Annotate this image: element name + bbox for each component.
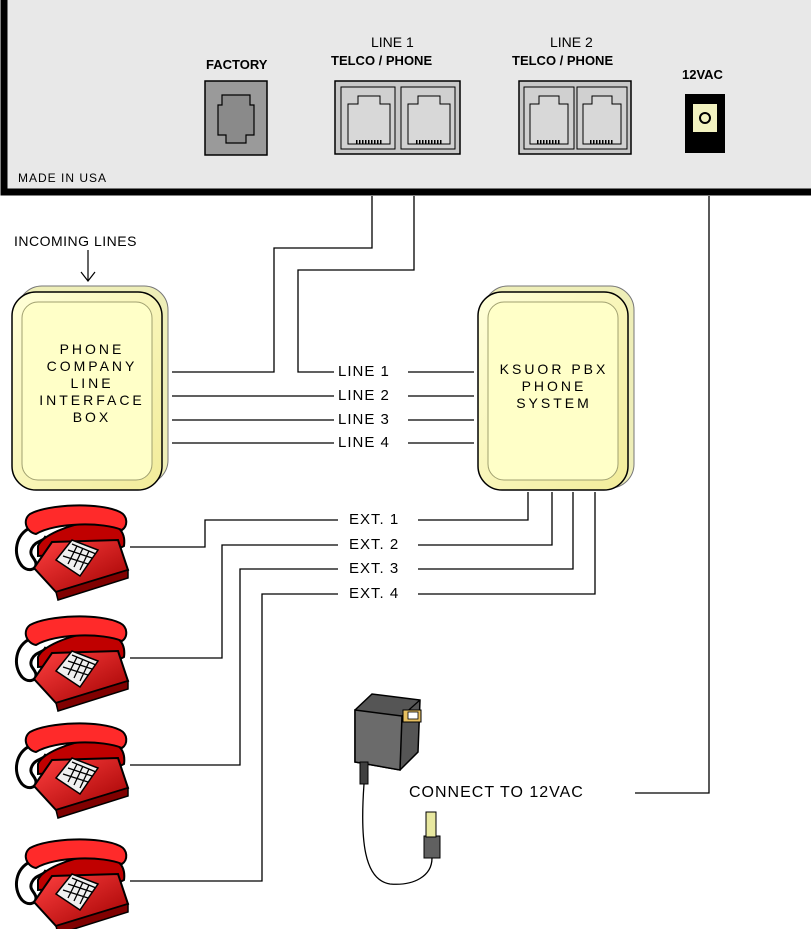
line1-jack-pair bbox=[334, 80, 461, 155]
interface-line: LINE bbox=[70, 375, 114, 391]
interface-box bbox=[11, 285, 169, 491]
pbx-box-label: KSUOR PBX PHONE SYSTEM bbox=[484, 361, 624, 412]
wire-line1-to-interface bbox=[172, 196, 373, 373]
phone-icon bbox=[14, 721, 130, 820]
pbx-line: PHONE bbox=[521, 378, 587, 394]
wire-line1-to-pbx bbox=[297, 196, 415, 373]
pbx-line: SYSTEM bbox=[516, 395, 592, 411]
line-label: LINE 4 bbox=[336, 434, 392, 451]
factory-label: FACTORY bbox=[206, 57, 268, 72]
ac-adapter-icon bbox=[354, 693, 441, 885]
line2-top-label: LINE 2 bbox=[550, 34, 593, 50]
line-label: LINE 3 bbox=[336, 411, 392, 428]
made-in-label: MADE IN USA bbox=[18, 171, 108, 185]
interface-line: INTERFACE bbox=[39, 392, 145, 408]
ext-label: EXT. 4 bbox=[347, 585, 402, 602]
phone-icon bbox=[14, 614, 130, 713]
phone-icon bbox=[14, 837, 130, 934]
wire-power bbox=[635, 196, 710, 794]
extension-wires bbox=[130, 492, 596, 882]
incoming-lines-label: INCOMING LINES bbox=[14, 233, 137, 249]
panel-wires bbox=[172, 196, 710, 794]
line-label: LINE 1 bbox=[336, 363, 392, 380]
line2-bottom-label: TELCO / PHONE bbox=[512, 53, 614, 68]
power-jack bbox=[685, 94, 725, 153]
ext4-wire bbox=[130, 492, 596, 882]
ext-label: EXT. 3 bbox=[347, 560, 402, 577]
line2-jack-pair bbox=[518, 80, 632, 155]
ext-label: EXT. 1 bbox=[347, 511, 402, 528]
line1-top-label: LINE 1 bbox=[371, 34, 414, 50]
interface-box-label: PHONE COMPANY LINE INTERFACE BOX bbox=[22, 341, 162, 426]
ext1-wire bbox=[130, 492, 529, 548]
connect-label: CONNECT TO 12VAC bbox=[409, 784, 584, 801]
ext3-wire bbox=[130, 492, 574, 766]
factory-jack bbox=[204, 80, 268, 156]
power-label: 12VAC bbox=[682, 67, 723, 82]
pbx-box bbox=[477, 285, 635, 491]
line1-bottom-label: TELCO / PHONE bbox=[331, 53, 433, 68]
phone-icon bbox=[14, 504, 130, 601]
pbx-line: KSUOR PBX bbox=[499, 361, 609, 377]
interface-line: COMPANY bbox=[46, 358, 138, 374]
line-wires bbox=[172, 371, 474, 444]
incoming-arrow bbox=[80, 250, 96, 282]
interface-line: PHONE bbox=[59, 341, 125, 357]
interface-line: BOX bbox=[72, 409, 112, 425]
ext-label: EXT. 2 bbox=[347, 536, 402, 553]
ext2-wire bbox=[130, 492, 553, 659]
line-label: LINE 2 bbox=[336, 387, 392, 404]
